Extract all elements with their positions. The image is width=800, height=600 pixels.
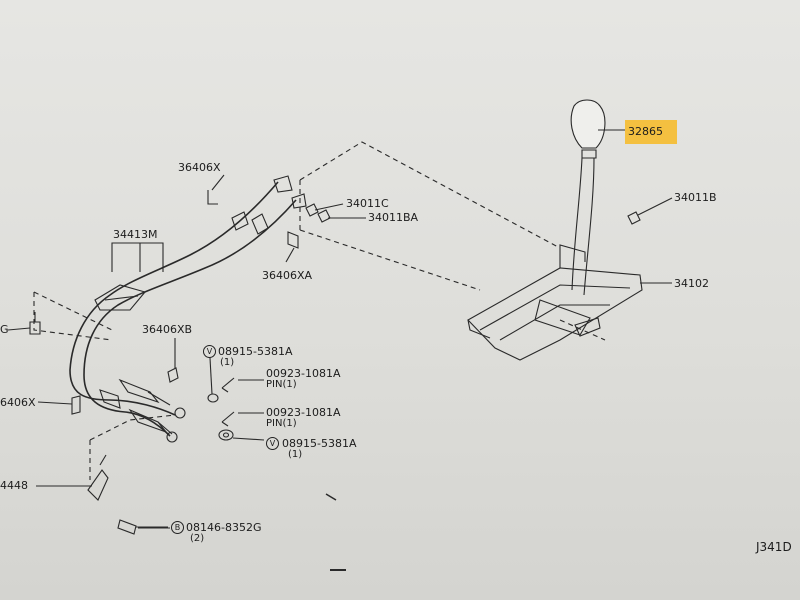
part-label-08915-top[interactable]: 08915-5381A xyxy=(218,345,293,358)
part-label-36406x-top[interactable]: 36406X xyxy=(178,161,221,174)
scan-mark xyxy=(325,493,337,501)
part-label-34413m[interactable]: 34413M xyxy=(113,228,158,241)
part-label-08915-bottom[interactable]: 08915-5381A xyxy=(282,437,357,450)
part-label-32865[interactable]: 32865 xyxy=(628,125,663,138)
diagram-code: J341D xyxy=(756,540,792,554)
part-qty-08146: (2) xyxy=(190,533,205,544)
part-label-08146[interactable]: 08146-8352G xyxy=(186,521,262,534)
bolt-symbol-b: B xyxy=(171,521,184,534)
part-label-34102[interactable]: 34102 xyxy=(674,277,709,290)
part-label-6406x-left[interactable]: 6406X xyxy=(0,396,36,409)
part-label-g-left[interactable]: G xyxy=(0,323,9,336)
part-label-36406xa[interactable]: 36406XA xyxy=(262,269,313,282)
part-highlight xyxy=(625,120,677,144)
washer-symbol-v: V xyxy=(203,345,216,358)
part-sub-pin-bottom: PIN(1) xyxy=(266,418,297,429)
part-label-34011c[interactable]: 34011C xyxy=(346,197,389,210)
part-qty-08915-top: (1) xyxy=(220,357,235,368)
part-label-34011b[interactable]: 34011B xyxy=(674,191,717,204)
part-qty-08915-bottom: (1) xyxy=(288,449,303,460)
part-label-34011ba[interactable]: 34011BA xyxy=(368,211,419,224)
part-sub-pin-top: PIN(1) xyxy=(266,379,297,390)
washer-symbol-v: V xyxy=(266,437,279,450)
part-label-00923-bottom[interactable]: 00923-1081A xyxy=(266,406,341,419)
part-label-00923-top[interactable]: 00923-1081A xyxy=(266,367,341,380)
part-label-4448-left[interactable]: 4448 xyxy=(0,479,28,492)
part-label-36406xb[interactable]: 36406XB xyxy=(142,323,193,336)
